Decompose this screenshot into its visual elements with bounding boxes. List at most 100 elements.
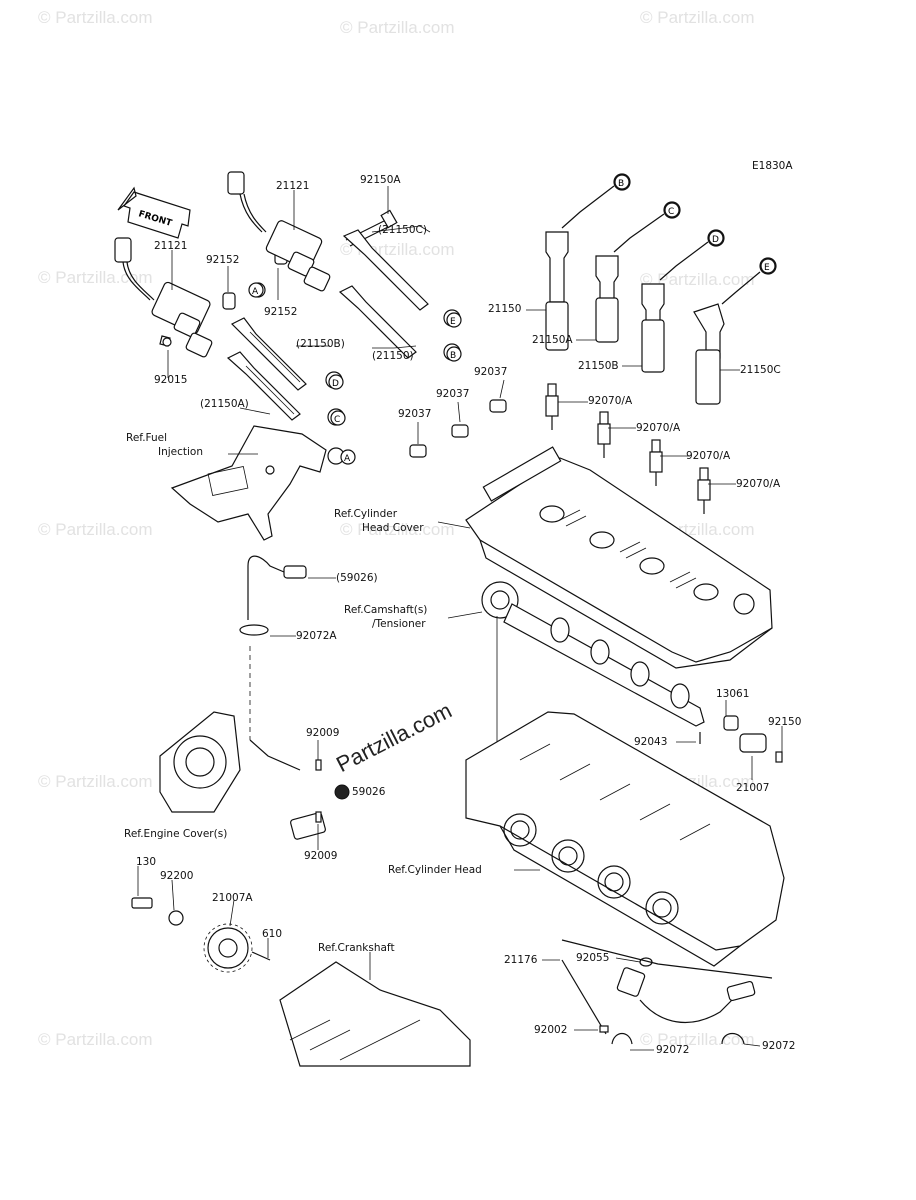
sensor-connector-59026 (283, 565, 307, 579)
ref-label: Ref.Cylinder (334, 508, 398, 520)
part-label[interactable]: (59026) (336, 572, 378, 584)
part-label[interactable]: 21150B (578, 360, 619, 372)
part-label[interactable]: 92015 (154, 374, 188, 386)
cylinder-head (465, 711, 785, 967)
clamp-92037 (409, 444, 427, 458)
bolt-92009 (315, 759, 322, 771)
clamp-92037 (451, 424, 469, 438)
plug-cap-21150A (226, 351, 301, 421)
plug-lead-21150C (693, 257, 777, 405)
part-label[interactable]: 92009 (306, 727, 340, 739)
part-label[interactable]: 21150 (488, 303, 522, 315)
timing-rotor-21007A (203, 923, 253, 973)
callout-letter: A (252, 287, 259, 297)
ignition-coil-left (114, 237, 213, 358)
part-label[interactable]: 92150 (768, 716, 802, 728)
part-label[interactable]: (21150) (372, 350, 414, 362)
part-label[interactable]: 92070/A (636, 422, 681, 434)
part-label[interactable]: 92072A (296, 630, 337, 642)
spark-plug (697, 467, 711, 514)
watermark: © Partzilla.com (640, 270, 755, 289)
fuel-injection-bracket (170, 425, 345, 541)
part-label[interactable]: 92002 (534, 1024, 568, 1036)
part-label[interactable]: 92037 (436, 388, 470, 400)
callout-letter: D (332, 379, 339, 389)
callout-letter: E (450, 317, 456, 327)
ref-label: /Tensioner (372, 618, 426, 630)
callout-letter: C (668, 207, 674, 217)
ref-label: Injection (158, 446, 204, 458)
part-label[interactable]: 13061 (716, 688, 750, 700)
part-label[interactable]: 21150A (532, 334, 573, 346)
bolt-92002 (599, 1025, 609, 1033)
watermark: © Partzilla.com (640, 8, 755, 27)
part-label[interactable]: 92200 (160, 870, 194, 882)
spark-plug (545, 383, 559, 430)
clamp-92072A (239, 624, 269, 636)
part-label[interactable]: 21121 (154, 240, 188, 252)
spark-plug (597, 411, 611, 458)
part-label[interactable]: 92070/A (736, 478, 781, 490)
part-label[interactable]: 92055 (576, 952, 610, 964)
part-label[interactable]: 21121 (276, 180, 310, 192)
plug-cap-21150B (230, 317, 343, 391)
ref-label: Ref.Crankshaft (318, 942, 395, 954)
ref-label: Head Cover (362, 522, 424, 534)
plug-cap-21150 (338, 285, 461, 361)
engine-cover (159, 711, 241, 813)
ref-label: Ref.Engine Cover(s) (124, 828, 228, 840)
part-label[interactable]: 610 (262, 928, 283, 940)
spark-plug (649, 439, 663, 486)
bolt-130 (131, 897, 153, 909)
part-label[interactable]: (21150A) (200, 398, 249, 410)
camshaft (481, 581, 705, 727)
crankshaft (279, 961, 471, 1067)
clamp-92037 (489, 399, 507, 413)
part-label[interactable]: 92072 (762, 1040, 796, 1052)
bolt-92150 (775, 751, 783, 763)
part-label[interactable]: 92072 (656, 1044, 690, 1056)
watermark: © Partzilla.com (38, 8, 153, 27)
front-arrow-icon: FRONT (117, 186, 191, 239)
part-label[interactable]: 59026 (352, 786, 386, 798)
part-label[interactable]: 92152 (264, 306, 298, 318)
watermark: © Partzilla.com (340, 520, 455, 539)
ignition-coil-top (227, 171, 331, 292)
part-label[interactable]: 21150C (740, 364, 781, 376)
part-label[interactable]: 92070/A (588, 395, 633, 407)
watermark: © Partzilla.com (38, 520, 153, 539)
diagram-code: E1830A (752, 160, 793, 172)
watermark: © Partzilla.com (38, 1030, 153, 1049)
part-label[interactable]: 21176 (504, 954, 538, 966)
part-13061 (723, 715, 739, 731)
callout-letter: D (712, 235, 719, 245)
part-label[interactable]: 21007A (212, 892, 253, 904)
key-610 (251, 951, 271, 961)
part-label[interactable]: 92152 (206, 254, 240, 266)
cylinder-head-cover (465, 446, 773, 669)
part-label[interactable]: 92043 (634, 736, 668, 748)
watermark: © Partzilla.com (38, 268, 153, 287)
part-label[interactable]: (21150C) (378, 224, 427, 236)
watermark: © Partzilla.com (38, 772, 153, 791)
part-label[interactable]: 92150A (360, 174, 401, 186)
callout-letter: B (618, 179, 624, 189)
part-label[interactable]: (21150B) (296, 338, 345, 350)
ref-label: Ref.Cylinder Head (388, 864, 482, 876)
part-label[interactable]: 130 (136, 856, 157, 868)
collar-92152 (222, 292, 236, 310)
callout-letters: A A B B C C D D E E (248, 174, 776, 465)
sensor-21176 (616, 967, 646, 997)
part-label[interactable]: 21007 (736, 782, 770, 794)
callout-letter: B (450, 351, 456, 361)
plug-lead-21150A (595, 201, 681, 343)
part-label[interactable]: 92037 (398, 408, 432, 420)
part-label[interactable]: 92037 (474, 366, 508, 378)
callout-letter: E (764, 263, 770, 273)
clamp-92072 (611, 1032, 633, 1045)
part-label[interactable]: 92009 (304, 850, 338, 862)
part-21007 (739, 733, 767, 753)
part-label[interactable]: 92070/A (686, 450, 731, 462)
